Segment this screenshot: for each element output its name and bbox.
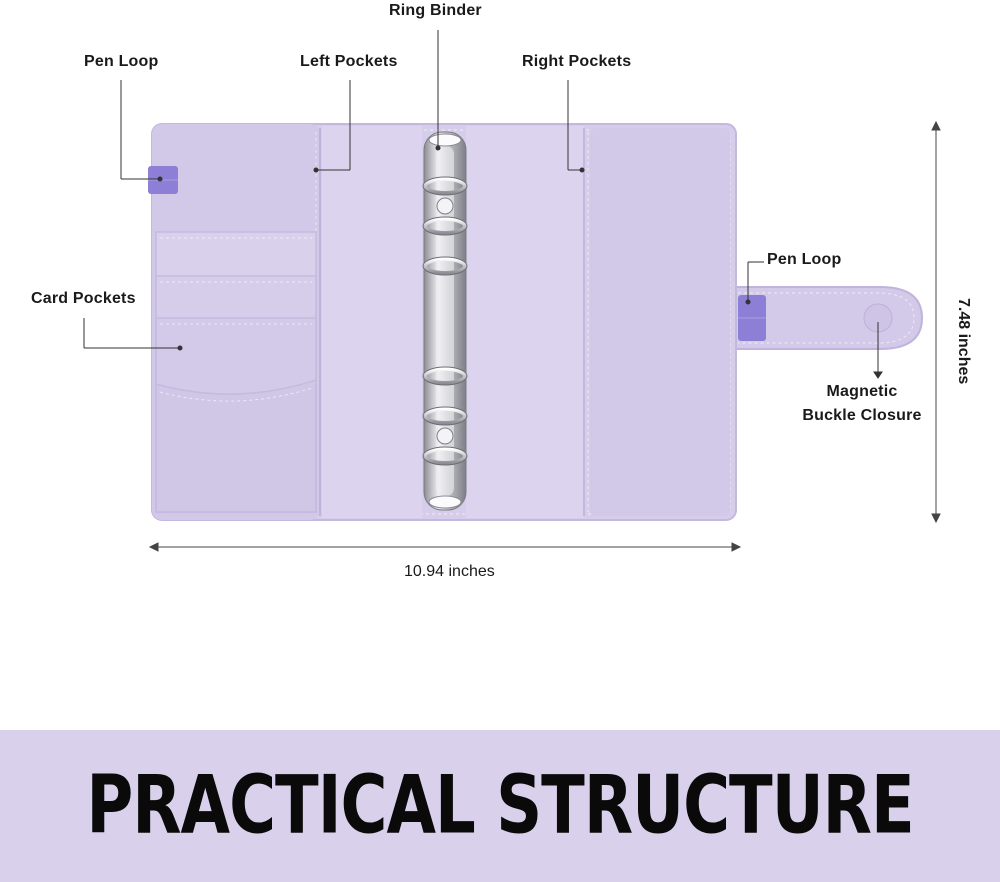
height-dimension-label: 7.48 inches (955, 298, 972, 385)
banner: PRACTICAL STRUCTURE (0, 730, 1000, 882)
pen-loop-left-label: Pen Loop (84, 53, 159, 70)
dimension-lines (148, 120, 941, 552)
magnetic-closure-label: Magnetic Buckle Closure (800, 380, 924, 428)
width-dimension-label: 10.94 inches (404, 563, 495, 580)
magnetic-strap (729, 286, 924, 350)
banner-title: PRACTICAL STRUCTURE (86, 759, 914, 853)
left-pockets-label: Left Pockets (300, 53, 398, 70)
ring-binder (422, 131, 468, 511)
product-illustration: Ring Binder Pen Loop Left Pockets Right … (31, 2, 972, 580)
right-pockets-label: Right Pockets (522, 53, 632, 70)
magnetic-line-2: Buckle Closure (802, 407, 922, 424)
pen-loop-right-label: Pen Loop (767, 251, 842, 268)
card-pockets (155, 231, 317, 513)
card-pockets-label: Card Pockets (31, 290, 136, 307)
callout-lines (83, 30, 883, 379)
binder-diagram (83, 30, 941, 552)
ring-binder-label: Ring Binder (389, 2, 482, 19)
right-pocket-panel (590, 128, 730, 516)
magnetic-line-1: Magnetic (826, 383, 898, 400)
